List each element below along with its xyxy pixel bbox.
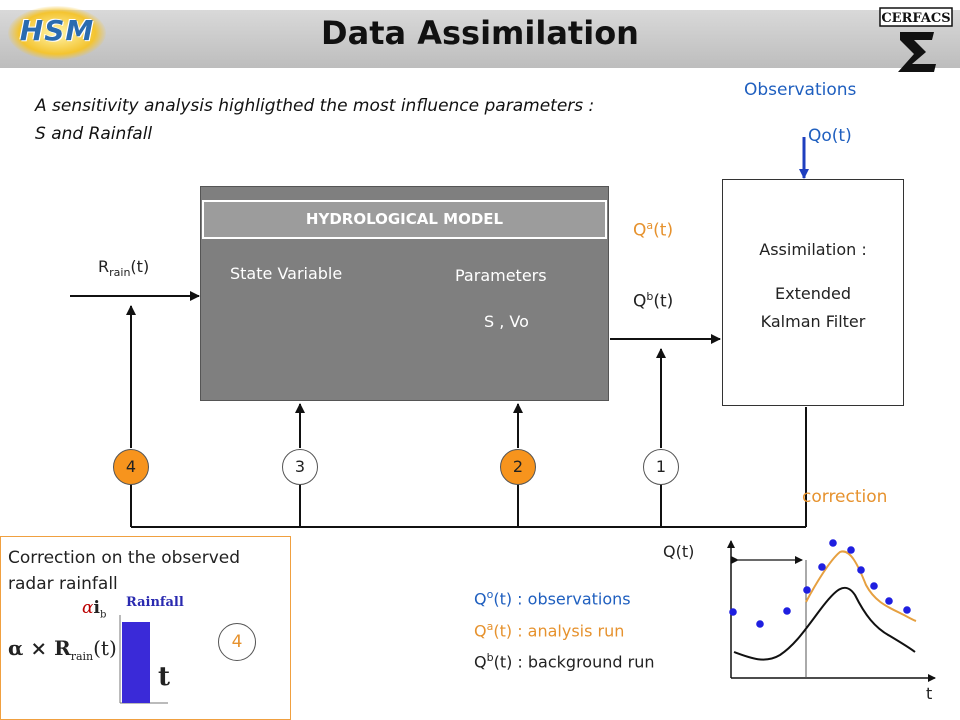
mini-chart-xlabel: t [926, 684, 933, 703]
rain-formula: α × Rrain(t) [8, 636, 117, 663]
correction-line-1: Correction on the observed [8, 548, 241, 568]
rain-input-label: Rrain(t) [98, 257, 150, 280]
background-run-line [733, 586, 916, 661]
observation-point [857, 566, 865, 574]
circle-4-rainfall: 4 [113, 449, 149, 485]
correction-circle-4: 4 [218, 623, 256, 661]
intro-line-2: S and Rainfall [35, 124, 153, 144]
qb-label: Qb(t) [633, 290, 674, 312]
assimilation-label: Assimilation : [759, 240, 867, 259]
observation-point [870, 582, 878, 590]
page-title: Data Assimilation [321, 14, 639, 52]
correction-label: correction [802, 487, 888, 507]
intro-text: A sensitivity analysis highligthed the m… [35, 92, 695, 148]
parameters-label: Parameters [455, 266, 547, 285]
legend-analysis: Qa(t) : analysis run [474, 620, 625, 641]
ib-label: αib [82, 598, 107, 621]
title-bar [0, 10, 960, 68]
rainfall-mini-bar-2 [134, 622, 150, 703]
correction-panel-text: Correction on the observed radar rainfal… [8, 545, 288, 597]
mini-chart-ylabel: Q(t) [663, 542, 695, 561]
circle-3-state: 3 [282, 449, 318, 485]
cerfacs-logo: CERFACS [879, 7, 953, 72]
parameters-value: S , Vo [484, 312, 529, 331]
state-variable-label: State Variable [230, 264, 343, 283]
observation-point [783, 607, 791, 615]
formula-t-label: t [158, 662, 171, 692]
observation-point [729, 608, 737, 616]
observation-point [903, 606, 911, 614]
observation-point [847, 546, 855, 554]
legend-background: Qb(t) : background run [474, 651, 655, 672]
hsm-logo-text: HSM [19, 14, 95, 47]
hsm-logo [8, 6, 106, 60]
correction-line-2: radar rainfall [8, 574, 118, 594]
observation-point [829, 539, 837, 547]
observation-point [885, 597, 893, 605]
observation-point [756, 620, 764, 628]
ekf-line-2: Kalman Filter [760, 312, 866, 331]
circle-1-output: 1 [643, 449, 679, 485]
rainfall-mini-bar-1 [122, 622, 134, 703]
analysis-run-line [805, 550, 917, 622]
model-header: HYDROLOGICAL MODEL [202, 200, 607, 239]
svg-text:CERFACS: CERFACS [881, 11, 950, 26]
intro-line-1: A sensitivity analysis highligthed the m… [35, 96, 595, 116]
observation-point [818, 563, 826, 571]
qa-label: Qa(t) [633, 219, 674, 241]
observation-point [803, 586, 811, 594]
observation-points [729, 539, 911, 628]
rainfall-mini-label: Rainfall [126, 595, 184, 610]
qo-label: Qo(t) [808, 126, 852, 146]
circle-2-parameters: 2 [500, 449, 536, 485]
ekf-line-1: Extended [775, 284, 851, 303]
assimilation-box [722, 179, 904, 406]
observations-label: Observations [744, 80, 857, 100]
legend-observations: Qo(t) : observations [474, 588, 631, 609]
